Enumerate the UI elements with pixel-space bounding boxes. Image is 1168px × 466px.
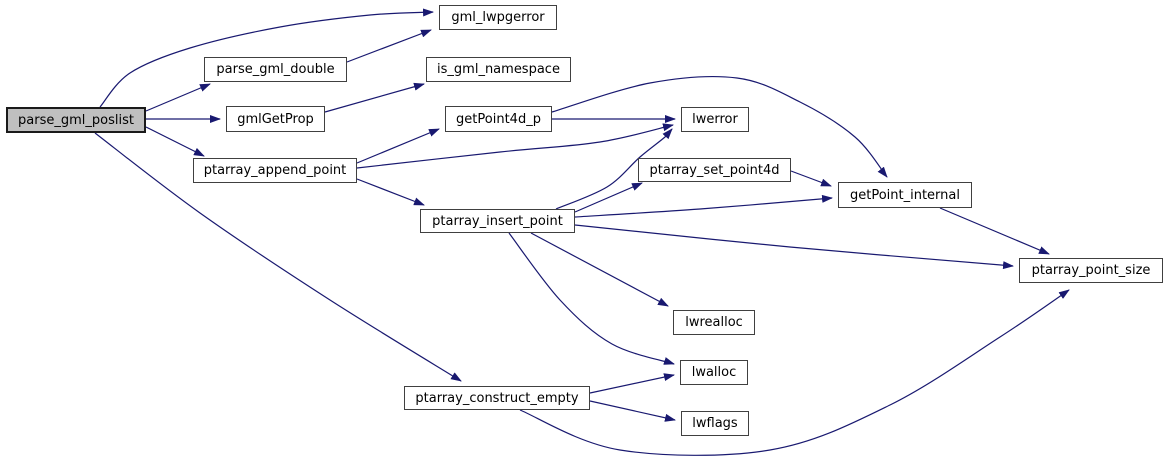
graph-node-gml_lwpgerror[interactable]: gml_lwpgerror [439,5,557,30]
graph-node-label: gmlGetProp [237,111,314,127]
graph-node-label: ptarray_set_point4d [649,162,780,178]
graph-node-lwalloc[interactable]: lwalloc [680,360,748,385]
graph-node-parse_gml_poslist[interactable]: parse_gml_poslist [6,107,146,133]
call-edge-ptarray_append_point-to-getPoint4d_p [356,128,440,164]
graph-node-ptarray_point_size[interactable]: ptarray_point_size [1019,258,1163,283]
graph-node-ptarray_insert_point[interactable]: ptarray_insert_point [420,209,575,233]
call-edge-ptarray_append_point-to-ptarray_insert_point [356,178,425,206]
graph-node-lwrealloc[interactable]: lwrealloc [673,310,755,335]
graph-node-label: parse_gml_poslist [18,112,134,128]
call-edge-gmlGetProp-to-is_gml_namespace [324,82,425,113]
graph-node-label: gml_lwpgerror [451,10,545,25]
call-edge-ptarray_construct_empty-to-lwflags [589,400,676,422]
graph-node-ptarray_append_point[interactable]: ptarray_append_point [193,158,357,183]
call-edge-parse_gml_poslist-to-gml_lwpgerror [99,8,434,108]
call-edge-ptarray_insert_point-to-lwalloc [508,232,675,365]
call-edge-ptarray_insert_point-to-lwerror [555,128,673,210]
call-edge-ptarray_insert_point-to-lwrealloc [530,232,669,307]
graph-node-label: lwflags [692,416,738,431]
call-edge-parse_gml_poslist-to-parse_gml_double [145,83,211,112]
call-edge-ptarray_construct_empty-to-lwalloc [589,373,675,394]
graph-node-ptarray_construct_empty[interactable]: ptarray_construct_empty [404,386,590,410]
call-edge-ptarray_insert_point-to-getPoint_internal [574,194,833,218]
graph-node-label: getPoint4d_p [456,111,541,127]
call-edge-ptarray_insert_point-to-ptarray_point_size [574,224,1014,270]
graph-node-label: ptarray_insert_point [432,213,563,229]
call-edge-ptarray_set_point4d-to-getPoint_internal [790,170,832,187]
graph-node-ptarray_set_point4d[interactable]: ptarray_set_point4d [638,158,791,182]
call-edge-ptarray_append_point-to-lwerror [356,123,674,169]
graph-node-label: ptarray_point_size [1031,263,1151,278]
graph-node-is_gml_namespace[interactable]: is_gml_namespace [426,57,571,82]
call-edge-ptarray_insert_point-to-ptarray_set_point4d [574,182,643,213]
graph-node-parse_gml_double[interactable]: parse_gml_double [204,57,347,82]
graph-node-lwflags[interactable]: lwflags [681,411,749,436]
graph-node-label: ptarray_construct_empty [415,390,579,406]
call-edge-getPoint_internal-to-ptarray_point_size [939,207,1050,255]
graph-node-label: is_gml_namespace [437,62,560,77]
call-edge-parse_gml_double-to-gml_lwpgerror [346,29,432,63]
call-edge-parse_gml_poslist-to-ptarray_construct_empty [94,132,462,382]
call-edge-ptarray_construct_empty-to-ptarray_point_size [519,289,1070,456]
graph-node-getPoint_internal[interactable]: getPoint_internal [838,182,972,208]
graph-node-label: getPoint_internal [849,187,960,203]
call-edge-getPoint4d_p-to-getPoint_internal [551,76,888,178]
graph-node-label: lwerror [692,112,738,127]
call-edge-parse_gml_poslist-to-ptarray_append_point [145,126,205,157]
graph-node-getPoint4d_p[interactable]: getPoint4d_p [445,106,552,132]
graph-node-gmlGetProp[interactable]: gmlGetProp [226,106,325,132]
graph-node-label: lwalloc [691,365,737,380]
graph-node-lwerror[interactable]: lwerror [681,107,749,132]
graph-node-label: parse_gml_double [216,62,335,77]
graph-node-label: lwrealloc [685,315,743,330]
graph-node-label: ptarray_append_point [203,163,347,178]
